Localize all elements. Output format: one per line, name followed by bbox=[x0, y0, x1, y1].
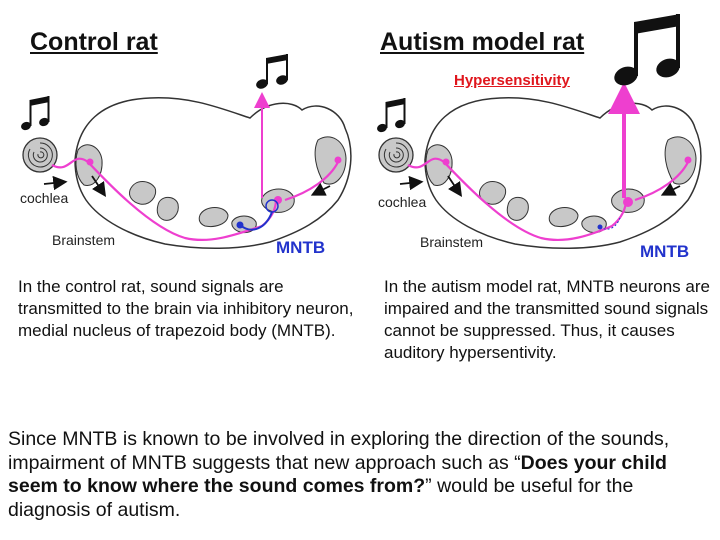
left-panel-title: Control rat bbox=[30, 28, 158, 56]
right-music-note-large-icon bbox=[614, 14, 680, 86]
right-arrow-3 bbox=[660, 182, 681, 196]
left-music-note-small-icon bbox=[21, 96, 50, 131]
left-cochlea-label: cochlea bbox=[20, 190, 69, 206]
right-structure-3 bbox=[548, 207, 579, 227]
left-arrow-2 bbox=[91, 175, 106, 197]
left-music-note-icon bbox=[256, 54, 288, 89]
right-nucleus-left bbox=[425, 144, 453, 186]
left-diagram bbox=[21, 54, 352, 250]
left-structure-4 bbox=[231, 215, 257, 233]
left-structure-1 bbox=[129, 181, 157, 205]
left-caption: In the control rat, sound signals are tr… bbox=[18, 277, 354, 340]
right-structure-2 bbox=[506, 196, 529, 221]
summary-bold-question: Does your child seem to know where the s… bbox=[8, 451, 667, 498]
left-cochlea-icon bbox=[22, 137, 58, 173]
right-panel-title: Autism model rat bbox=[380, 28, 585, 56]
right-cochlea-label: cochlea bbox=[378, 194, 427, 210]
left-nucleus-right bbox=[314, 136, 347, 185]
right-diagram bbox=[377, 14, 702, 250]
left-mntb-inhibition bbox=[239, 211, 273, 231]
right-signal-path bbox=[407, 157, 628, 242]
summary-text-before: Since MNTB is known to be involved in ex… bbox=[8, 428, 670, 474]
left-structure-2 bbox=[156, 196, 179, 221]
left-arrow-3 bbox=[310, 182, 331, 196]
left-mntb-label: MNTB bbox=[276, 238, 326, 257]
left-arrow-1 bbox=[43, 175, 68, 191]
left-structure-3 bbox=[198, 207, 229, 227]
right-mntb-label: MNTB bbox=[640, 242, 690, 261]
left-brainstem-label: Brainstem bbox=[52, 232, 116, 248]
right-caption: In the autism model rat, MNTB neurons ar… bbox=[384, 277, 710, 362]
right-arrow-2 bbox=[447, 175, 462, 197]
hypersensitivity-label: Hypersensitivity bbox=[454, 72, 570, 89]
summary-text-after: ” would be useful for the diagnosis of a… bbox=[8, 475, 634, 521]
right-cochlea-icon bbox=[378, 137, 414, 173]
right-music-note-small-icon bbox=[377, 98, 406, 133]
right-nucleus-right bbox=[664, 136, 697, 185]
summary-text: Since MNTB is known to be involved in ex… bbox=[8, 428, 714, 522]
right-brainstem-label: Brainstem bbox=[420, 234, 484, 250]
right-arrow-1 bbox=[399, 175, 424, 191]
